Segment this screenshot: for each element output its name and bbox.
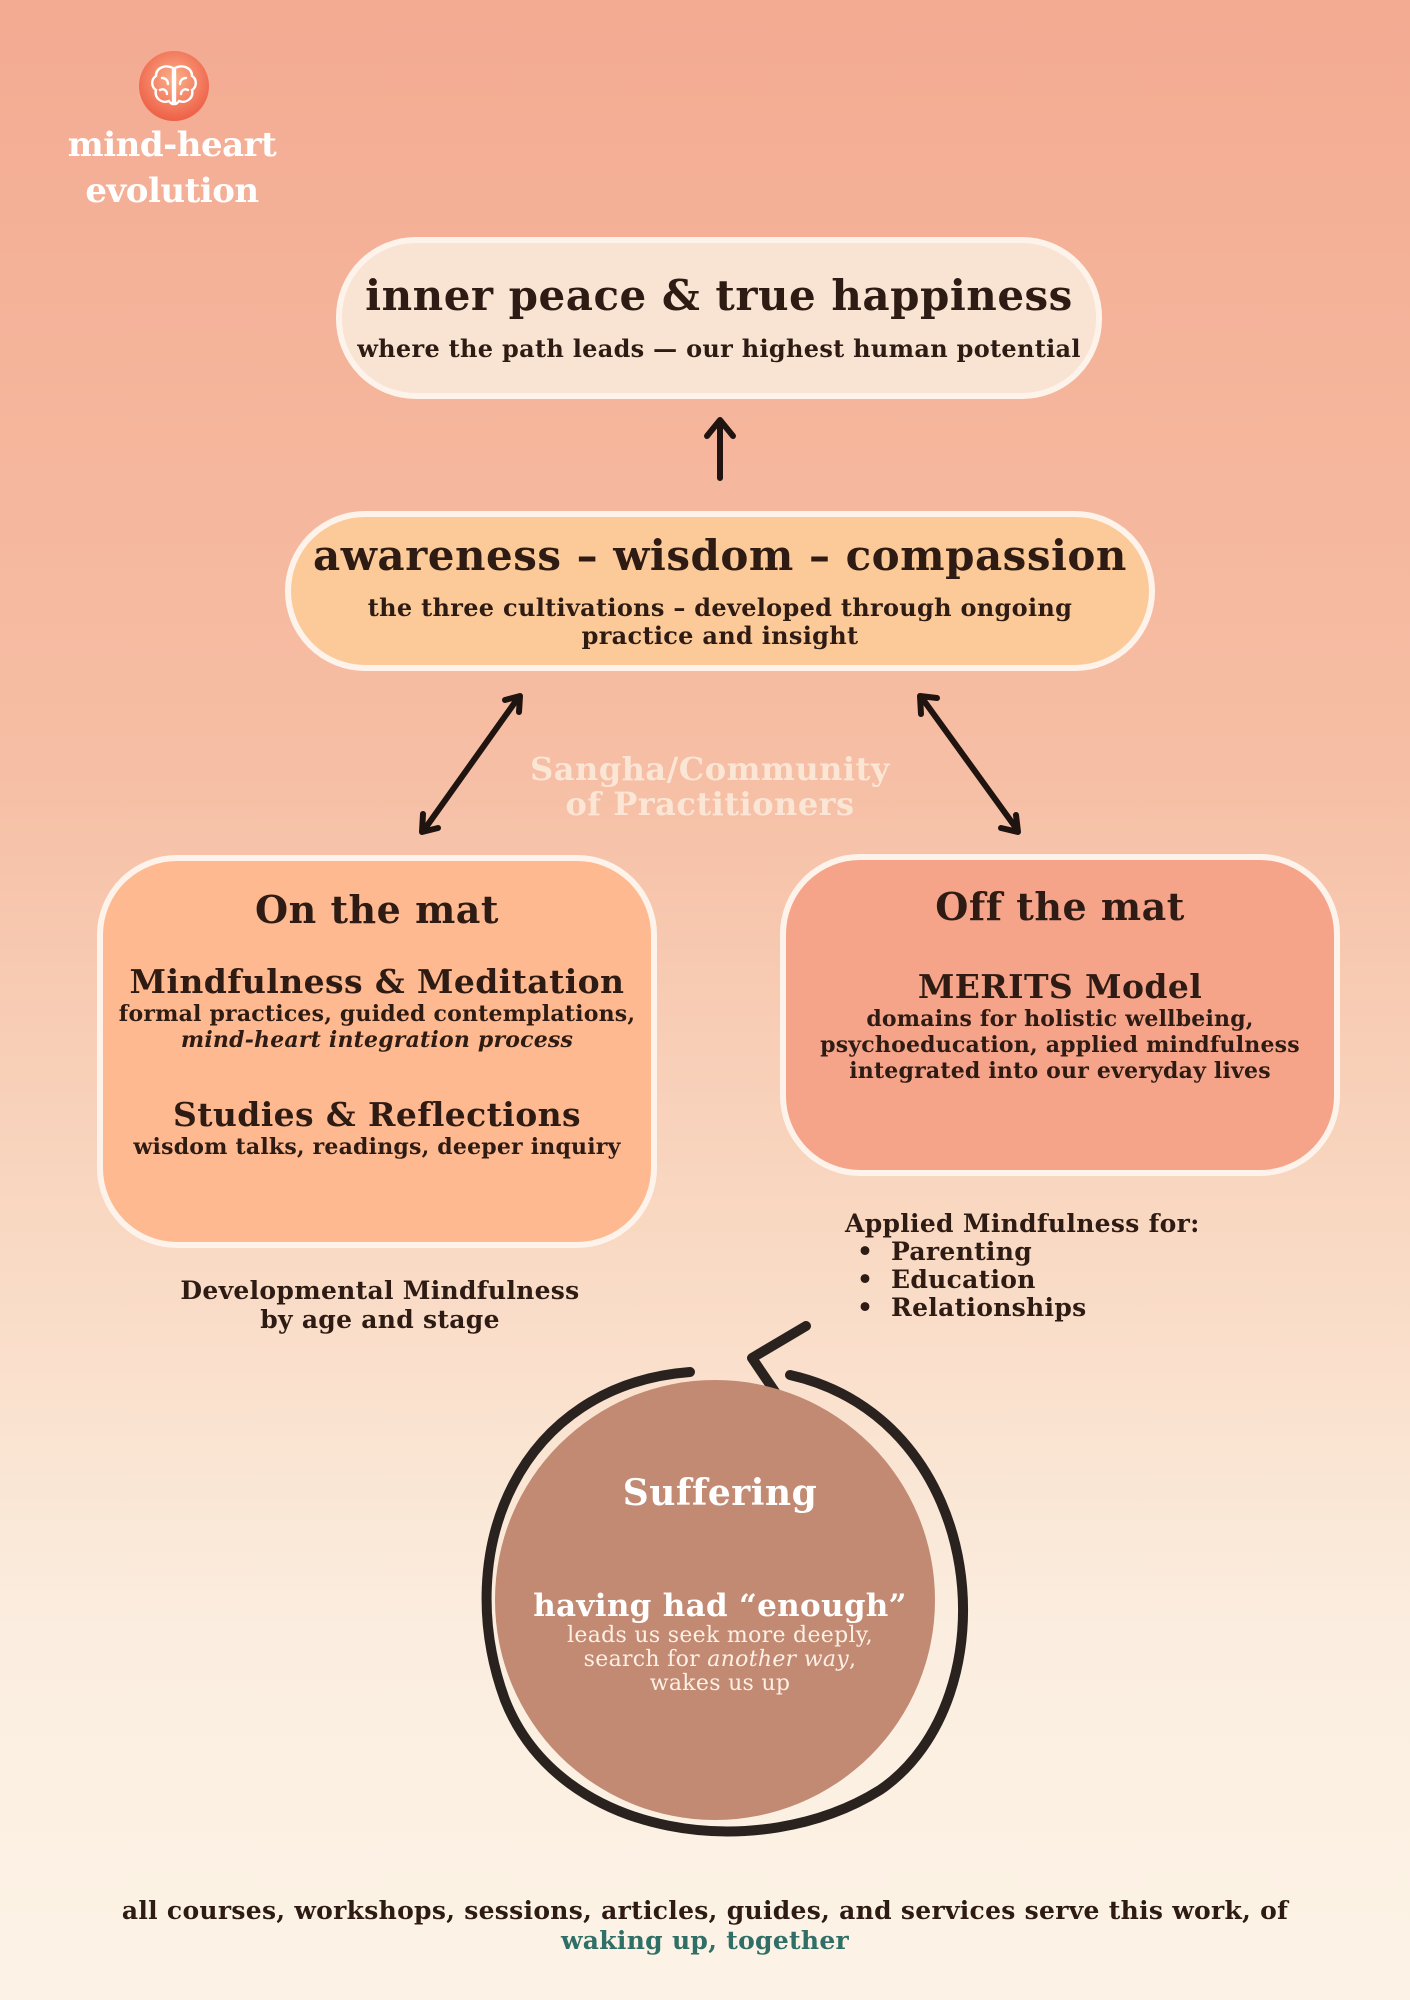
logo-line-1: mind-heart (67, 125, 277, 165)
cultivations-box: awareness – wisdom – compassion the thre… (285, 511, 1155, 671)
footer-tagline: waking up, together (560, 1926, 850, 1955)
merits-line-3: integrated into our everyday lives (849, 1058, 1271, 1084)
suffering-circle (495, 1380, 935, 1820)
developmental-line-2: by age and stage (260, 1305, 500, 1334)
applied-list: Parenting Education Relationships (857, 1238, 1225, 1322)
suffering-line-3: wakes us up (649, 1671, 791, 1696)
developmental-line-1: Developmental Mindfulness (180, 1276, 580, 1305)
goal-title: inner peace & true happiness (365, 271, 1073, 320)
list-item: Relationships (857, 1294, 1225, 1322)
merits-line-2: psychoeducation, applied mindfulness (820, 1032, 1300, 1058)
suffering-line-1: leads us seek more deeply, (567, 1623, 873, 1648)
community-line-2: of Practitioners (565, 785, 855, 823)
studies-line-1: wisdom talks, readings, deeper inquiry (133, 1134, 621, 1160)
suffering-title: Suffering (622, 1472, 818, 1514)
footer-line: all courses, workshops, sessions, articl… (121, 1896, 1289, 1925)
arrow-up-icon (704, 417, 736, 481)
merits-title: MERITS Model (917, 967, 1203, 1006)
mindfulness-title: Mindfulness & Meditation (129, 962, 625, 1001)
list-item: Parenting (857, 1238, 1225, 1266)
community-label: Sangha/Community of Practitioners (510, 752, 910, 822)
double-arrow-right-icon (917, 693, 1021, 835)
cultivations-subtitle: the three cultivations – developed throu… (367, 593, 1073, 650)
footer: all courses, workshops, sessions, articl… (40, 1896, 1370, 1956)
on-the-mat-title: On the mat (255, 887, 499, 932)
logo-wordmark: mind-heart evolution (62, 122, 282, 214)
list-item: Education (857, 1266, 1225, 1294)
mindfulness-line-2: mind-heart integration process (180, 1027, 574, 1053)
studies-title: Studies & Reflections (172, 1095, 582, 1134)
off-the-mat-box: Off the mat MERITS Model domains for hol… (780, 854, 1340, 1176)
suffering-subtitle: having had “enough” (533, 1588, 907, 1624)
double-arrow-left-icon (419, 693, 523, 835)
off-the-mat-title: Off the mat (935, 884, 1185, 929)
mindfulness-line-1: formal practices, guided contemplations, (118, 1001, 636, 1027)
suffering-line-2: search for another way, (583, 1647, 857, 1672)
applied-mindfulness: Applied Mindfulness for: Parenting Educa… (845, 1210, 1225, 1322)
brain-icon (139, 51, 209, 121)
goal-box: inner peace & true happiness where the p… (336, 237, 1102, 399)
merits-line-1: domains for holistic wellbeing, (866, 1006, 1254, 1032)
community-line-1: Sangha/Community (530, 750, 890, 788)
logo-line-2: evolution (85, 171, 259, 211)
suffering-text: leads us seek more deeply, search for an… (520, 1624, 920, 1696)
goal-subtitle: where the path leads — our highest human… (357, 334, 1081, 363)
cultivations-title: awareness – wisdom – compassion (313, 531, 1127, 580)
developmental-note: Developmental Mindfulness by age and sta… (160, 1276, 600, 1334)
applied-title: Applied Mindfulness for: (845, 1209, 1200, 1238)
on-the-mat-box: On the mat Mindfulness & Meditation form… (97, 855, 657, 1248)
